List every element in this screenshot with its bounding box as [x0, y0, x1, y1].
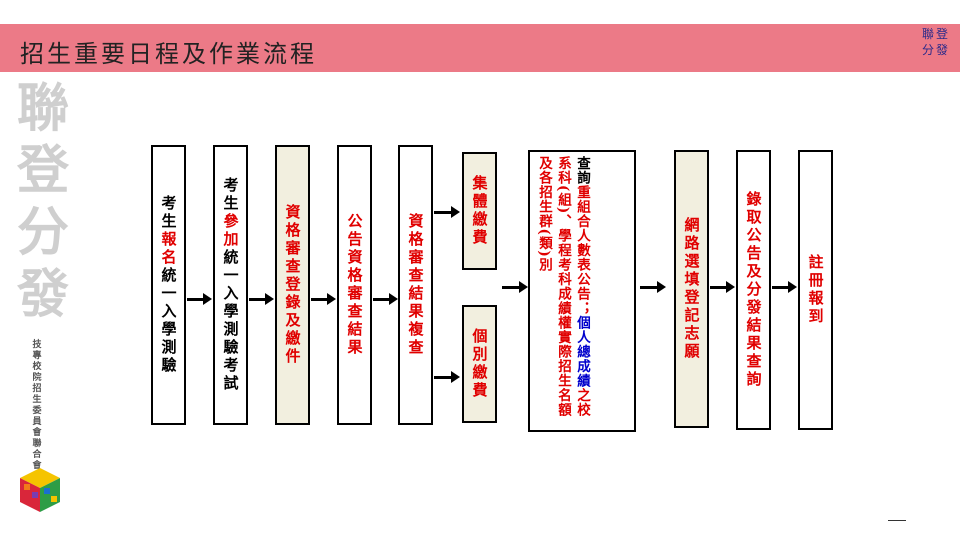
step-announce-box: 公告資格審查結果: [337, 145, 372, 425]
step-query-box: 查詢重組合人數表公告；個人總成績之校系科(組)、學程考科成績權實際招生名額及各招…: [528, 150, 636, 432]
arrow-1: [187, 293, 212, 305]
step-review-text: 資格審查結果複查: [406, 213, 425, 357]
corner-logo: 聯登分發: [921, 27, 950, 57]
b2-segment-1: 參加: [221, 213, 240, 249]
arrow-5b: [434, 371, 460, 383]
arrow-6: [502, 281, 528, 293]
arrow-7: [640, 281, 666, 293]
arrow-4: [373, 293, 398, 305]
step-admission-box: 錄取公告及分發結果查詢: [736, 150, 771, 430]
arrow-3: [311, 293, 336, 305]
arrow-8: [710, 281, 735, 293]
step-individual-payment-text: 個別繳費: [470, 328, 489, 400]
step-choose-text: 網路選填登記志願: [682, 217, 701, 361]
step-register-box: 考生報名統一入學測驗: [151, 145, 186, 425]
b1-segment-2: 統一入學測驗: [159, 267, 178, 375]
watermark-logo-text: 聯登分發: [16, 78, 69, 325]
page-title: 招生重要日程及作業流程: [20, 40, 317, 68]
b7-segment-2: 個人總成績: [574, 315, 590, 389]
step-take-exam-text: 考生參加統一入學測驗考試: [222, 177, 240, 393]
step-qualification-box: 資格審查登錄及繳件: [275, 145, 310, 425]
b1-segment-0: 考生: [159, 195, 178, 231]
step-take-exam-box: 考生參加統一入學測驗考試: [213, 145, 248, 425]
cube-logo-icon: [20, 468, 60, 512]
arrow-5a: [434, 206, 460, 218]
b7-segment-3: 之校系科(組)、學程考科成績權: [555, 156, 590, 417]
step-admission-text: 錄取公告及分發結果查詢: [744, 191, 763, 389]
b7-segment-0: 查詢: [574, 156, 590, 185]
step-choose-box: 網路選填登記志願: [674, 150, 709, 428]
step-enroll-box: 註冊報到: [798, 150, 833, 430]
b2-segment-0: 考生: [221, 177, 240, 213]
step-group-payment-box: 集體繳費: [462, 152, 497, 270]
arrow-2: [249, 293, 274, 305]
step-register-text: 考生報名統一入學測驗: [160, 195, 178, 375]
step-group-payment-text: 集體繳費: [470, 175, 489, 247]
step-query-text: 查詢重組合人數表公告；個人總成績之校系科(組)、學程考科成績權實際招生名額及各招…: [534, 156, 591, 428]
title-banner: [0, 24, 960, 72]
b1-segment-1: 報名: [159, 231, 178, 267]
watermark-subtitle: 技專校院招生委員會聯合會: [32, 340, 42, 471]
step-enroll-text: 註冊報到: [806, 254, 825, 326]
b2-segment-2: 統一入學測驗考試: [221, 249, 240, 393]
step-qualification-text: 資格審查登錄及繳件: [283, 204, 302, 366]
arrow-9: [772, 281, 797, 293]
b7-segment-1: 重組合人數表公告；: [574, 185, 590, 316]
b7-segment-4: 實際招生名額及各招生群(類)別: [536, 156, 571, 418]
step-review-box: 資格審查結果複查: [398, 145, 433, 425]
page-number-line: [888, 520, 906, 521]
step-announce-text: 公告資格審查結果: [345, 213, 364, 357]
step-individual-payment-box: 個別繳費: [462, 305, 497, 423]
